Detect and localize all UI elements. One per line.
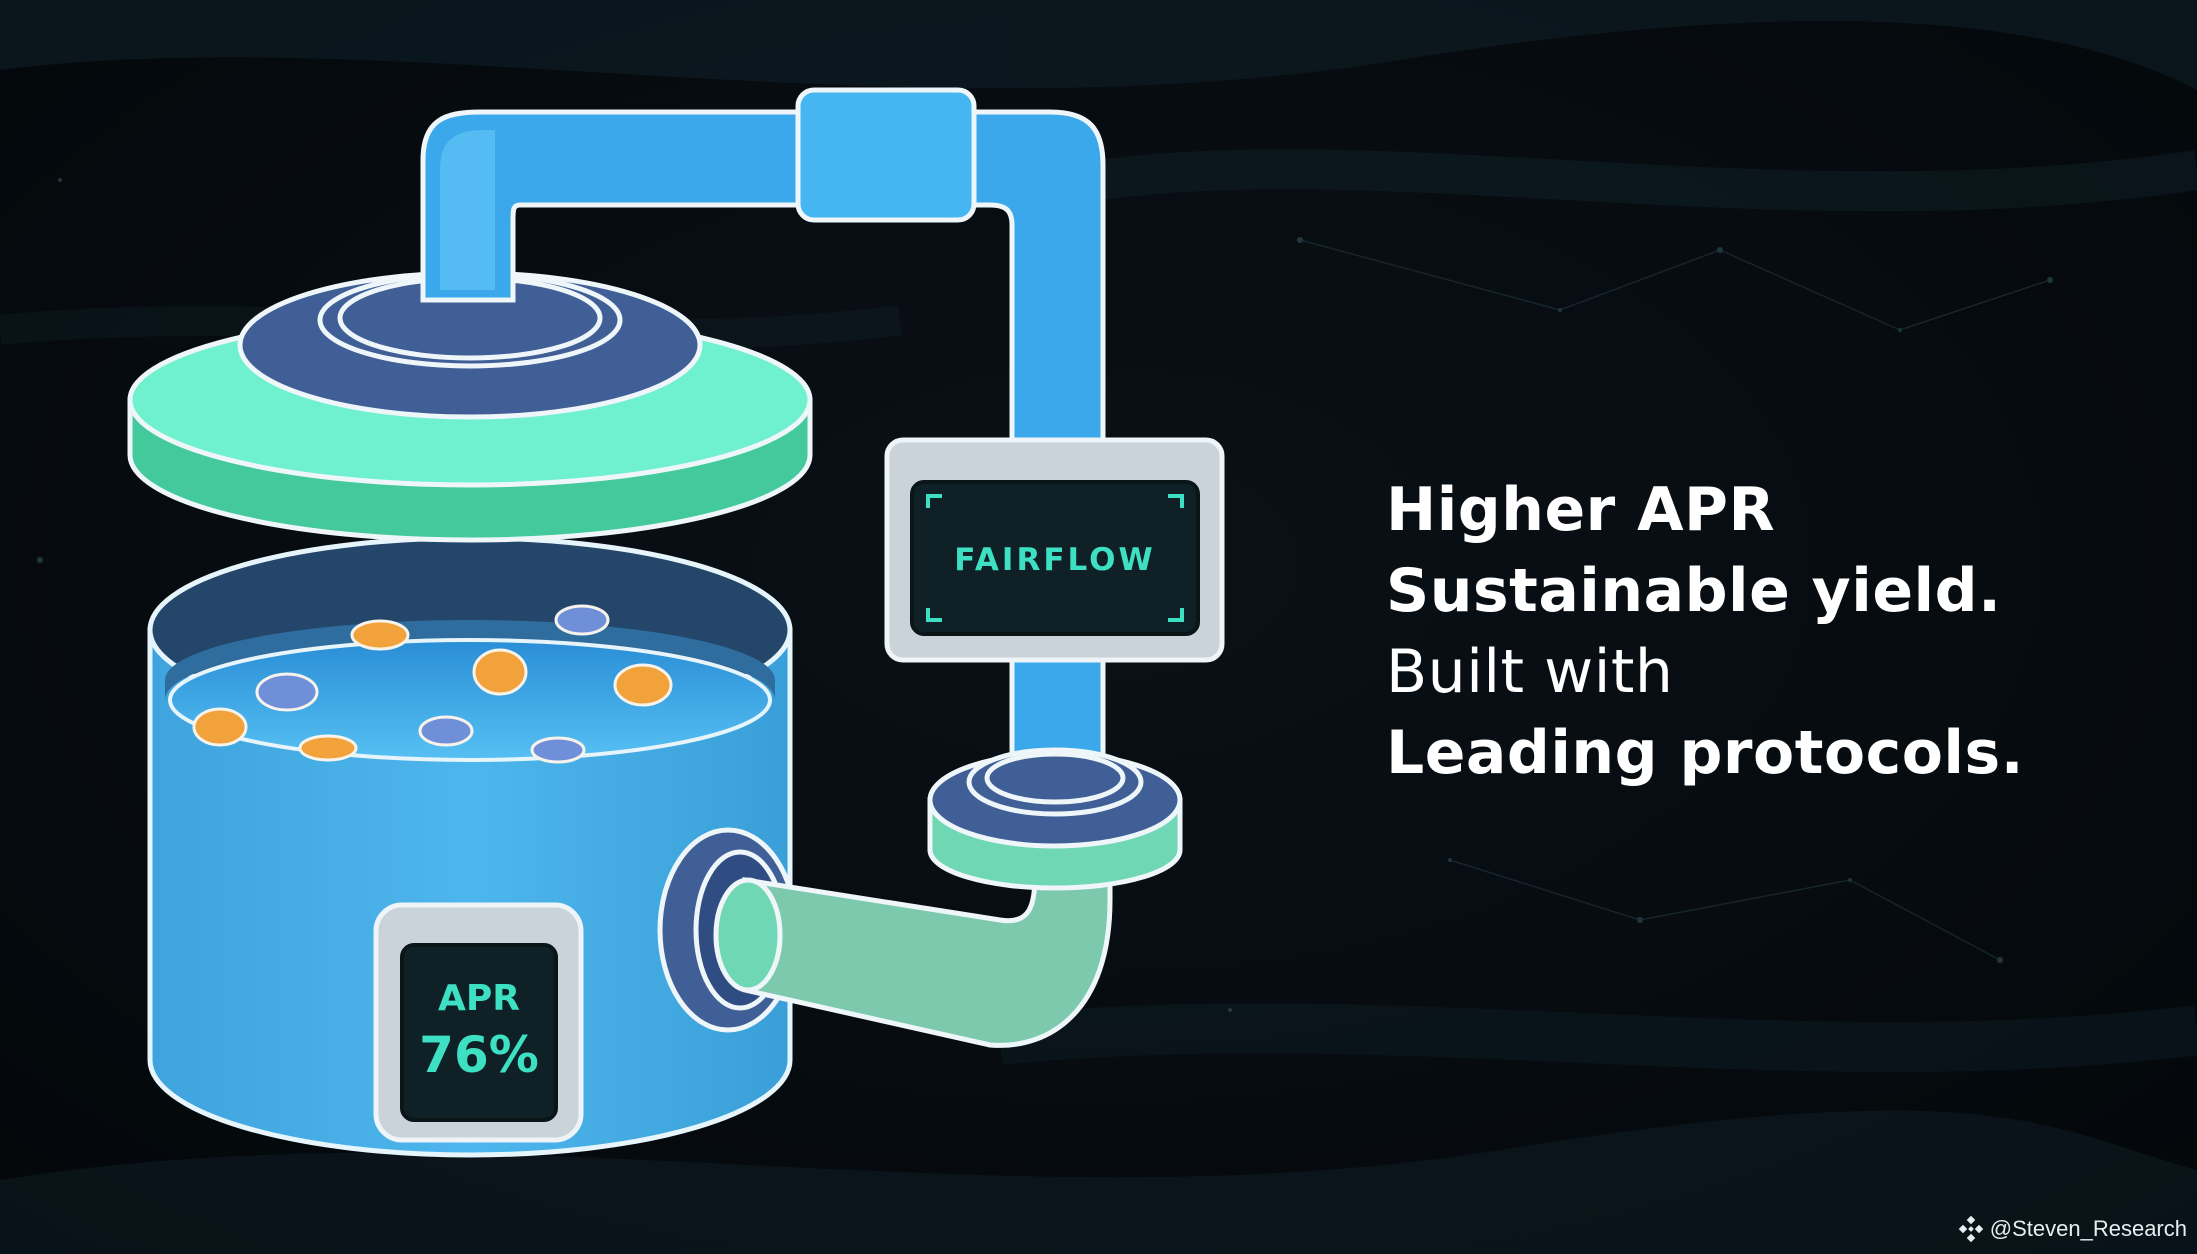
- lower-pipe: [927, 637, 1183, 891]
- apr-value: 76%: [419, 1026, 539, 1084]
- coins: [192, 604, 673, 764]
- watermark: @Steven_Research: [1958, 1214, 2187, 1244]
- top-pipe: [420, 87, 1106, 453]
- apr-display: APR 76%: [373, 902, 584, 1143]
- headline-line-2: Sustainable yield.: [1386, 556, 2002, 626]
- lid: [127, 270, 813, 543]
- fairflow-meter: FAIRFLOW: [884, 437, 1225, 663]
- binance-square-logo-icon: [1958, 1216, 1984, 1242]
- headline-line-1: Higher APR: [1386, 475, 1776, 545]
- outlet-pipe: [657, 827, 1113, 1048]
- meter-brand: FAIRFLOW: [954, 542, 1155, 578]
- headline-line-3: Built with: [1386, 637, 1674, 707]
- headline: Higher APR Sustainable yield. Built with…: [1386, 470, 2166, 794]
- apr-label: APR: [438, 978, 520, 1019]
- network-lines: [1299, 239, 2051, 961]
- tank: [147, 535, 793, 1158]
- viewfinder-corners: [926, 494, 1184, 622]
- watermark-handle: @Steven_Research: [1989, 1216, 2187, 1241]
- headline-line-4: Leading protocols.: [1386, 718, 2025, 788]
